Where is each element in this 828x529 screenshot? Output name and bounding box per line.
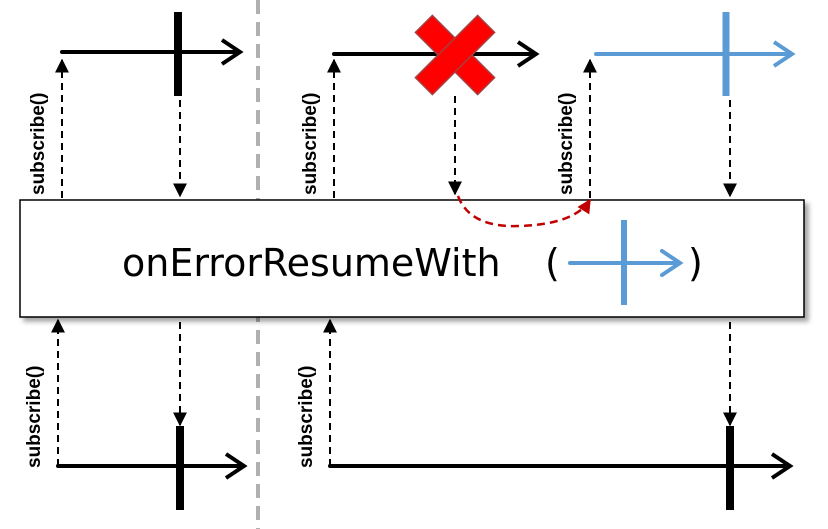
operator-label: onErrorResumeWith <box>122 241 501 285</box>
right-downstream-timeline <box>328 426 794 510</box>
left-subscribe-upstream-label: subscribe() <box>28 93 49 195</box>
left-upstream-timeline <box>60 12 244 96</box>
error-x-icon <box>414 14 496 96</box>
operator-box: onErrorResumeWith ( ) <box>19 199 805 318</box>
left-downstream-timeline <box>56 426 248 510</box>
right-fallback-timeline <box>594 12 796 96</box>
operator-fallback-stream <box>568 220 684 305</box>
left-subscribe-operator-label: subscribe() <box>24 366 45 468</box>
resume-switch-arrow <box>456 195 592 228</box>
operator-close-paren: ) <box>688 241 703 285</box>
right-subscribe-operator-label: subscribe() <box>296 366 317 468</box>
operator-open-paren: ( <box>545 241 560 285</box>
right-subscribe-upstream-label: subscribe() <box>300 93 321 195</box>
right-upstream-timeline <box>332 40 540 68</box>
right-subscribe-fallback-label: subscribe() <box>556 93 577 195</box>
